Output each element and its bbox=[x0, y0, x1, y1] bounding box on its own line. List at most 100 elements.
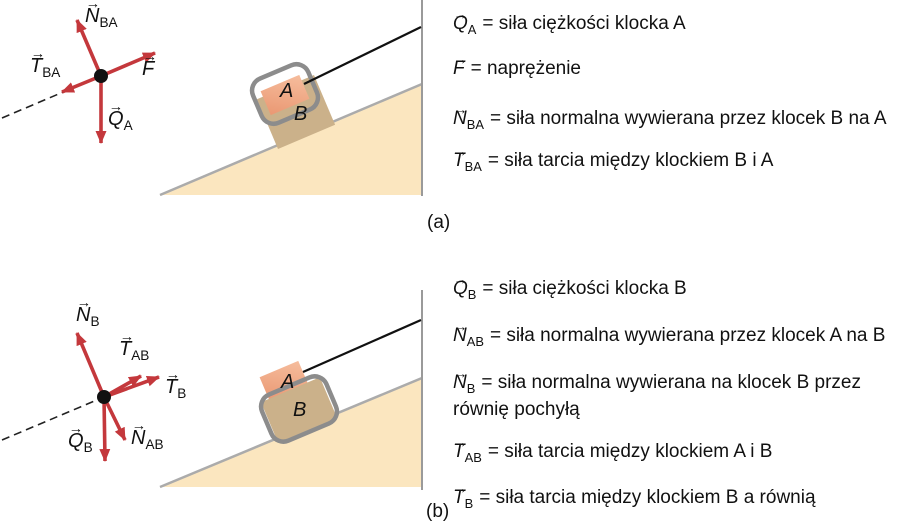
symbol-subscript: A bbox=[467, 21, 477, 37]
force-symbol: →T bbox=[453, 144, 467, 171]
symbol-subscript: B bbox=[90, 314, 100, 329]
vector-arrow-glyph: → bbox=[30, 45, 45, 62]
symbol-letter: T bbox=[453, 150, 465, 171]
symbol-subscript: A bbox=[123, 118, 133, 133]
force-symbol: →T bbox=[453, 481, 467, 508]
vector-arrow-glyph: → bbox=[131, 417, 146, 434]
legend-text: = siła ciężkości klocka B bbox=[482, 278, 687, 299]
force-symbol: →N bbox=[453, 319, 467, 346]
legend-entry: →NB= siła normalna wywierana na klocek B… bbox=[453, 366, 899, 420]
legend-text: = siła normalna wywierana przez klocek B… bbox=[489, 108, 887, 129]
block-a bbox=[260, 74, 310, 116]
force-symbol: →Q bbox=[68, 421, 84, 452]
weight-force-arrow bbox=[99, 396, 111, 462]
normal-ab-arrow bbox=[102, 396, 127, 441]
symbol-letter: N bbox=[131, 427, 146, 449]
vector-arrow-glyph: → bbox=[85, 0, 100, 12]
force-label-tba: →TBA bbox=[30, 46, 61, 80]
panel-caption-b: (b) bbox=[426, 501, 450, 522]
particle-dot bbox=[97, 390, 111, 404]
system-outline bbox=[249, 61, 321, 127]
symbol-subscript: B bbox=[83, 440, 93, 455]
legend-text: = siła ciężkości klocka A bbox=[482, 13, 686, 34]
force-symbol: →T bbox=[453, 435, 467, 462]
force-label-f: →F bbox=[142, 49, 157, 83]
force-symbol: →Q bbox=[453, 7, 468, 34]
symbol-subscript: B bbox=[467, 286, 477, 302]
vector-arrow-glyph: → bbox=[453, 101, 468, 117]
force-label-nab: →NAB bbox=[131, 418, 164, 452]
rope bbox=[303, 26, 422, 85]
vector-arrow-glyph: → bbox=[165, 366, 180, 383]
symbol-letter: Q bbox=[453, 278, 468, 299]
legend-text: = naprężenie bbox=[470, 58, 582, 79]
force-symbol: →N bbox=[453, 102, 467, 129]
legend-entry: →TBA= siła tarcia między klockiem B i A bbox=[453, 144, 774, 177]
force-symbol: →F bbox=[453, 52, 467, 79]
vector-arrow-glyph: → bbox=[453, 271, 468, 287]
legend-text: = siła normalna wywierana przez klocek A… bbox=[489, 325, 886, 346]
symbol-letter: T bbox=[30, 55, 43, 77]
incline-scene-a bbox=[159, 0, 423, 197]
vector-arrow-glyph: → bbox=[453, 143, 468, 159]
rope bbox=[302, 318, 422, 374]
force-label-tb: →TB bbox=[165, 367, 186, 401]
symbol-subscript: BA bbox=[466, 116, 484, 132]
force-symbol: →Q bbox=[108, 99, 124, 130]
symbol-letter: Q bbox=[453, 13, 468, 34]
force-symbol: →T bbox=[165, 367, 180, 398]
vector-arrow-glyph: → bbox=[453, 6, 468, 22]
symbol-letter: Q bbox=[68, 430, 84, 452]
vector-arrow-glyph: → bbox=[142, 48, 157, 65]
block-a-letter: A bbox=[281, 371, 295, 393]
force-symbol: →T bbox=[30, 46, 45, 77]
system-outline bbox=[258, 374, 340, 444]
symbol-letter: T bbox=[453, 487, 465, 508]
vector-arrow-glyph: → bbox=[76, 294, 91, 311]
legend-text: = siła tarcia między klockiem B i A bbox=[487, 150, 774, 171]
block-b bbox=[260, 377, 338, 443]
symbol-letter: N bbox=[453, 325, 467, 346]
normal-force-arrow bbox=[75, 19, 103, 77]
incline-direction-dashed-line bbox=[1, 396, 105, 441]
symbol-letter: T bbox=[165, 376, 178, 398]
force-symbol: →N bbox=[453, 366, 467, 393]
vector-arrow-glyph: → bbox=[453, 51, 468, 67]
legend-text: = siła tarcia między klockiem B a równią bbox=[479, 487, 816, 508]
vector-arrow-glyph: → bbox=[108, 98, 123, 115]
symbol-letter: T bbox=[119, 338, 132, 360]
symbol-subscript: AB bbox=[466, 333, 484, 349]
legend-text: = siła tarcia między klockiem A i B bbox=[487, 441, 773, 462]
vector-arrow-glyph: → bbox=[453, 365, 468, 381]
legend-entry: →TB= siła tarcia między klockiem B a rów… bbox=[453, 481, 816, 514]
symbol-letter: N bbox=[453, 108, 467, 129]
legend-entry: →F= naprężenie bbox=[453, 52, 582, 85]
particle-dot bbox=[94, 69, 108, 83]
legend-entry: →QB = siła ciężkości klocka B bbox=[453, 272, 687, 305]
symbol-subscript: BA bbox=[42, 65, 61, 80]
symbol-subscript: BA bbox=[99, 15, 118, 30]
force-symbol: →N bbox=[131, 418, 146, 449]
vector-arrow-glyph: → bbox=[453, 434, 468, 450]
symbol-letter: Q bbox=[108, 108, 124, 130]
symbol-subscript: B bbox=[466, 380, 476, 396]
legend-entry: →TAB = siła tarcia między klockiem A i B bbox=[453, 435, 773, 468]
block-b-letter: B bbox=[293, 399, 307, 421]
free-body-diagram-b bbox=[1, 332, 160, 462]
symbol-subscript: AB bbox=[464, 449, 482, 465]
incline-direction-dashed-line bbox=[1, 75, 102, 119]
vector-arrow-glyph: → bbox=[453, 480, 468, 496]
force-label-qa: →QA bbox=[108, 99, 133, 133]
force-symbol: →T bbox=[119, 329, 134, 360]
force-symbol: →N bbox=[85, 0, 100, 26]
block-a-letter: A bbox=[280, 80, 294, 102]
symbol-letter: T bbox=[453, 441, 465, 462]
legend-entry: →NBA = siła normalna wywierana przez kloc… bbox=[453, 102, 887, 135]
block-b-letter: B bbox=[294, 103, 308, 125]
legend-entry: →QA = siła ciężkości klocka A bbox=[453, 7, 686, 40]
force-label-nb: →NB bbox=[76, 295, 100, 329]
free-body-diagram-a bbox=[1, 19, 156, 144]
force-symbol: →Q bbox=[453, 272, 468, 299]
vector-arrow-glyph: → bbox=[453, 318, 468, 334]
force-label-nba: →NBA bbox=[85, 0, 118, 30]
